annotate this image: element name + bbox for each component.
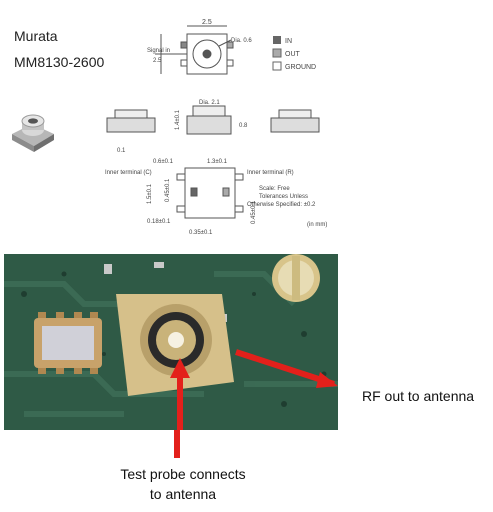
dim-035: 0.35±0.1 — [189, 230, 213, 236]
legend-ground-swatch — [272, 61, 282, 71]
rf-out-arrow — [235, 349, 338, 388]
pcb-photo — [4, 254, 338, 430]
dim-dia-06: Dia. 0.6 — [231, 38, 252, 44]
units-note: (in mm) — [307, 222, 327, 228]
legend-in-swatch — [273, 36, 281, 44]
dim-15: 1.5±0.1 — [147, 183, 153, 204]
signal-in-label: Signal in — [147, 48, 170, 54]
legend-ground-label: GROUND — [285, 64, 316, 71]
side-views — [106, 105, 320, 135]
probe-label-line2: to antenna — [149, 486, 217, 502]
dim-08: 0.8 — [239, 123, 248, 129]
manufacturer-label: Murata — [14, 28, 58, 44]
connector-thumbnail — [12, 114, 54, 152]
dim-top-height: 2.5 — [153, 58, 162, 64]
tolerance-note-1: Tolerances Unless — [259, 194, 308, 200]
top-view — [155, 25, 234, 75]
bottom-view — [176, 167, 244, 219]
tolerance-note-2: Otherwise Specified: ±0.2 — [247, 202, 316, 208]
scale-note: Scale: Free — [259, 186, 290, 192]
inner-terminal-c: Inner terminal (C) — [105, 170, 152, 176]
dim-01: 0.1 — [117, 148, 126, 154]
dimension-drawing: 2.5 Signal in 2.5 Dia. 0.6 IN OUT GROUND… — [105, 19, 327, 236]
legend-in-label: IN — [285, 38, 292, 45]
dim-018: 0.18±0.1 — [147, 219, 171, 225]
rf-out-label: RF out to antenna — [362, 388, 475, 404]
test-probe-arrow — [170, 358, 190, 430]
dim-height: 1.4±0.1 — [175, 109, 181, 130]
legend-out-label: OUT — [285, 51, 301, 58]
dim-top-width: 2.5 — [202, 19, 212, 26]
test-probe-arrow-tail — [174, 430, 180, 458]
dim-dia-21: Dia. 2.1 — [199, 100, 220, 106]
dim-045a: 0.45±0.1 — [165, 178, 171, 202]
probe-label-line1: Test probe connects — [120, 466, 246, 482]
legend-out-swatch — [272, 48, 282, 58]
dim-045b: 0.45±0.1 — [251, 200, 257, 224]
part-number-label: MM8130-2600 — [14, 54, 105, 70]
dim-06: 0.6±0.1 — [153, 159, 174, 165]
inner-terminal-r: Inner terminal (R) — [247, 170, 294, 176]
dim-13: 1.3±0.1 — [207, 159, 228, 165]
